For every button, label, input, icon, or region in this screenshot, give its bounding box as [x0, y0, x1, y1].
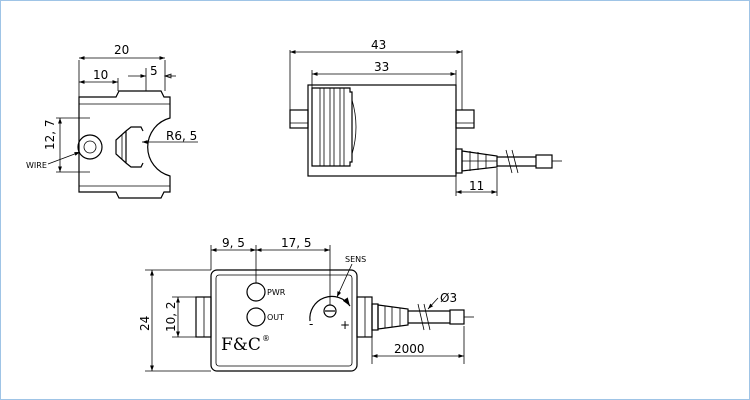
- dim-cable-2000: 2000: [394, 342, 425, 356]
- pwr-label: PWR: [267, 288, 286, 297]
- dim-diameter: Ø3: [440, 291, 457, 305]
- dim-width-20: 20: [114, 43, 129, 57]
- dim-radius: R6, 5: [166, 129, 197, 143]
- dim-left-offset: 9, 5: [222, 236, 245, 250]
- sensor-body: [307, 84, 457, 177]
- brand-logo: F&C: [221, 335, 261, 355]
- dim-overall-length-43: 43: [371, 38, 386, 52]
- cable-gland: [455, 148, 463, 174]
- plus-sign: +: [340, 318, 350, 332]
- side-view-body: [78, 90, 171, 199]
- pwr-led-icon: [246, 282, 266, 302]
- sensitivity-arc: [309, 295, 351, 322]
- front-cable-end: [449, 309, 465, 325]
- sensing-cone: [115, 126, 144, 168]
- out-label: OUT: [267, 313, 284, 322]
- dim-height-12-7: 12, 7: [43, 119, 57, 150]
- cable-end: [535, 154, 553, 169]
- side-view: 20 10 5 12, 7 R6, 5 WIRE: [26, 43, 198, 199]
- dim-body-length-33: 33: [374, 60, 389, 74]
- wire-hole: [77, 134, 103, 160]
- out-led-icon: [246, 307, 266, 327]
- front-tab-left: [195, 296, 212, 338]
- dim-height-10-2: 10, 2: [164, 301, 178, 332]
- minus-sign: -: [309, 317, 313, 331]
- dim-cable-11: 11: [469, 179, 484, 193]
- ribbed-head: [311, 87, 353, 167]
- sens-label: SENS: [345, 255, 366, 264]
- top-view: 43 33 11: [289, 38, 562, 196]
- mount-tab-left: [289, 109, 309, 129]
- dim-offset-5: 5: [150, 64, 158, 78]
- wire-hole-inner: [83, 140, 97, 154]
- front-tab-right: [356, 296, 373, 338]
- dim-spacing: 17, 5: [281, 236, 312, 250]
- front-cable-gland: [371, 303, 379, 331]
- wire-label: WIRE: [26, 161, 47, 170]
- mount-tab-right: [455, 109, 475, 129]
- front-view: PWR OUT F&C ® - + SENS Ø3 2000: [138, 236, 474, 372]
- registered-mark: ®: [262, 334, 270, 343]
- dim-height-24: 24: [138, 316, 152, 331]
- dim-offset-10: 10: [93, 68, 108, 82]
